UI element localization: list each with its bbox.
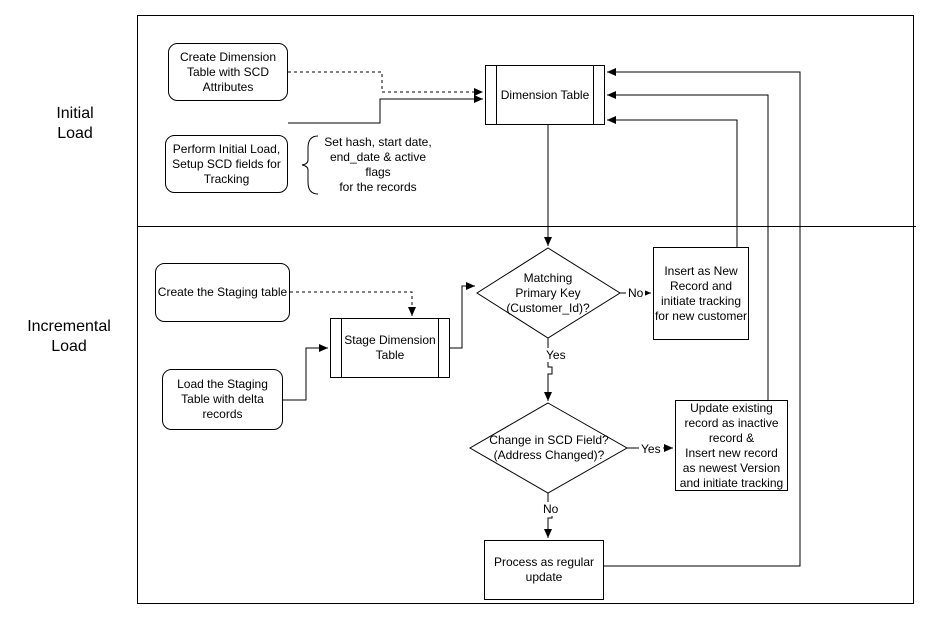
edge-label-no-matching: No xyxy=(626,286,646,300)
create-staging-box xyxy=(155,263,290,322)
load-staging-text: Load the Staging Table with delta record… xyxy=(162,369,283,430)
load-staging-box xyxy=(162,369,283,430)
load-staging-label: Load the Staging Table with delta record… xyxy=(177,377,268,421)
lane-label-initial: Initial Load xyxy=(56,105,94,142)
create-dimension-label: Create Dimension Table with SCD Attribut… xyxy=(179,49,277,94)
edge-label-yes-matching: Yes xyxy=(544,348,568,362)
stage-dimension-label: Stage Dimension Table xyxy=(344,333,436,362)
insert-new-label: Insert as New Record and initiate tracki… xyxy=(654,263,748,323)
dimension-table-text: Dimension Table xyxy=(496,65,594,125)
change-scd-label: Change in SCD Field? (Address Changed)? xyxy=(489,433,609,462)
edge-insert-to-dim xyxy=(607,116,738,247)
create-dimension-box xyxy=(168,43,288,101)
curly-brace xyxy=(301,135,319,195)
edge-load-staging xyxy=(283,344,328,401)
perform-initial-load-label: Perform Initial Load, Setup SCD fields f… xyxy=(172,141,281,186)
dimension-table-box xyxy=(485,65,605,125)
dimension-table-label: Dimension Table xyxy=(500,87,590,102)
matching-pk-text: Matching Primary Key (Customer_Id)? xyxy=(490,262,606,324)
insert-new-box xyxy=(653,247,749,340)
brace-note-label: Set hash, start date, end_date & active … xyxy=(324,135,432,194)
insert-new-text: Insert as New Record and initiate tracki… xyxy=(653,247,749,340)
edge-matching-yes xyxy=(544,338,553,401)
create-staging-text: Create the Staging table xyxy=(155,263,290,322)
stage-dimension-box xyxy=(330,318,450,378)
brace-note: Set hash, start date, end_date & active … xyxy=(316,135,440,194)
update-existing-text: Update existing record as inactive recor… xyxy=(675,400,788,491)
process-regular-label: Process as regular update xyxy=(493,555,595,584)
perform-initial-load-text: Perform Initial Load, Setup SCD fields f… xyxy=(165,135,288,193)
stage-dimension-text: Stage Dimension Table xyxy=(341,318,439,378)
create-dimension-text: Create Dimension Table with SCD Attribut… xyxy=(168,43,288,101)
update-existing-label: Update existing record as inactive recor… xyxy=(679,400,784,490)
diagram-frame xyxy=(137,15,914,604)
edge-create-dim xyxy=(288,71,483,96)
update-existing-box xyxy=(675,400,788,491)
edge-label-yes-change: Yes xyxy=(639,442,663,456)
perform-initial-load-box xyxy=(165,135,288,193)
edge-label-no-change: No xyxy=(541,502,561,516)
create-staging-label: Create the Staging table xyxy=(157,285,288,299)
change-scd-text: Change in SCD Field? (Address Changed)? xyxy=(476,426,622,470)
process-regular-text: Process as regular update xyxy=(484,540,604,600)
edge-perform-initial xyxy=(288,95,483,124)
edge-regular-to-dim xyxy=(604,68,801,567)
edge-create-staging xyxy=(290,291,416,316)
edge-stage-to-matching xyxy=(450,282,475,349)
lane-label-incremental: Incremental Load xyxy=(27,318,111,355)
edge-update-to-dim xyxy=(607,91,769,400)
matching-pk-label: Matching Primary Key (Customer_Id)? xyxy=(506,270,590,315)
process-regular-box xyxy=(484,540,604,600)
